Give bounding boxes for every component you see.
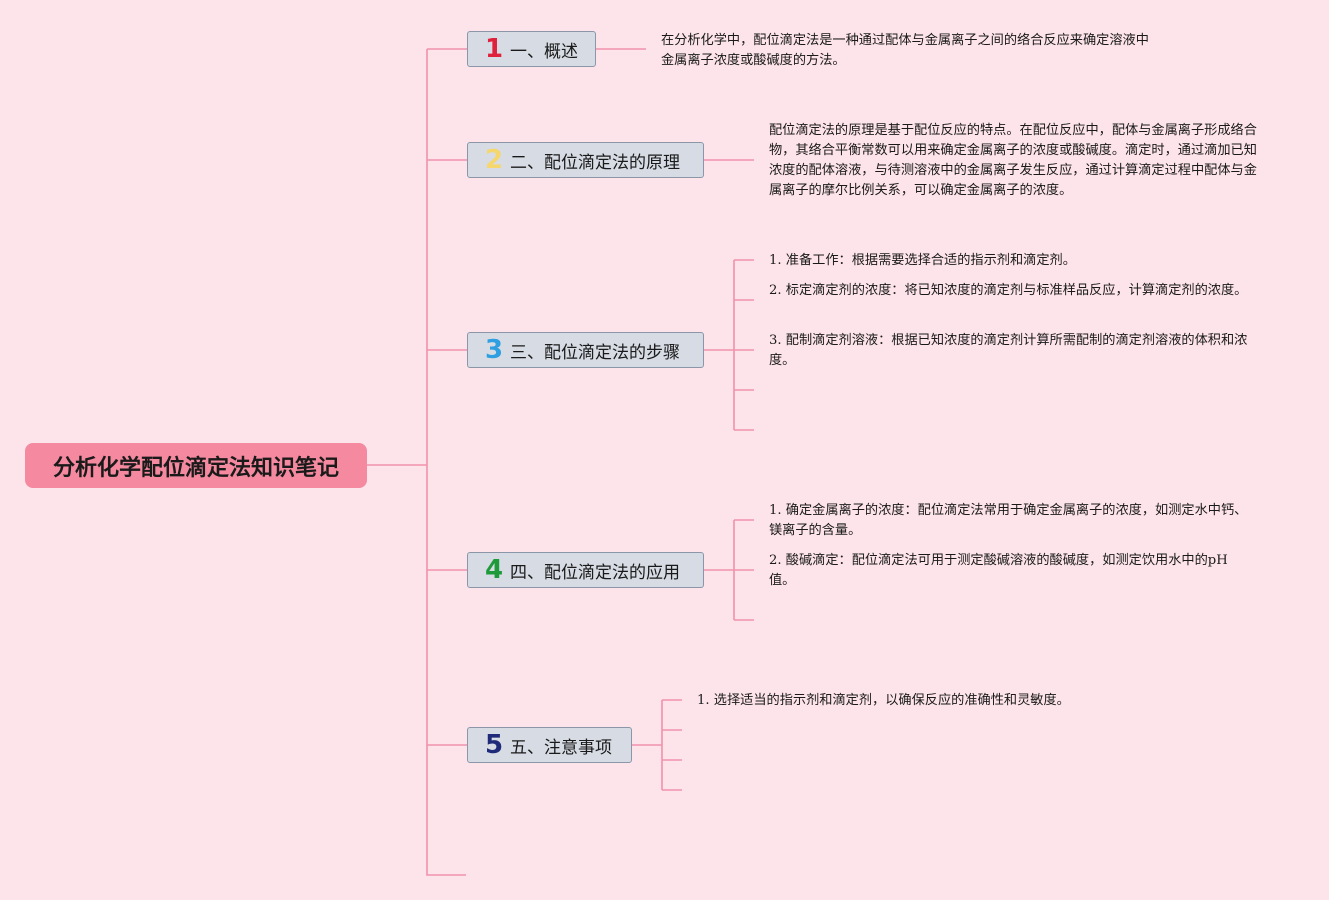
branch-3-bracket (704, 259, 754, 431)
branch-5-bracket (632, 699, 682, 791)
note-text: 1. 确定金属离子的浓度：配位滴定法常用于确定金属离子的浓度，如测定水中钙、镁离… (769, 503, 1248, 538)
branch-label: 二、配位滴定法的原理 (510, 152, 680, 173)
note-step-1[interactable]: 1. 准备工作：根据需要选择合适的指示剂和滴定剂。 (769, 251, 1264, 271)
number-5-icon: 5 (484, 730, 504, 760)
branch-label: 三、配位滴定法的步骤 (510, 342, 680, 363)
branch-application[interactable]: 4 四、配位滴定法的应用 (467, 552, 704, 588)
number-4-icon: 4 (484, 555, 504, 585)
number-3-icon: 3 (484, 335, 504, 365)
number-2-icon: 2 (484, 145, 504, 175)
trunk-line (426, 49, 466, 876)
branch-steps[interactable]: 3 三、配位滴定法的步骤 (467, 332, 704, 368)
note-text: 在分析化学中，配位滴定法是一种通过配体与金属离子之间的络合反应来确定溶液中金属离… (661, 33, 1149, 68)
note-text: 3. 配制滴定剂溶液：根据已知浓度的滴定剂计算所需配制的滴定剂溶液的体积和浓度。 (769, 333, 1248, 368)
branch-label: 一、概述 (510, 41, 578, 62)
note-text: 1. 选择适当的指示剂和滴定剂，以确保反应的准确性和灵敏度。 (697, 693, 1070, 708)
branch-4-bracket (704, 519, 754, 621)
note-principle[interactable]: 配位滴定法的原理是基于配位反应的特点。在配位反应中，配体与金属离子形成络合物，其… (769, 121, 1264, 201)
branch-overview[interactable]: 1 一、概述 (467, 31, 596, 67)
branch-principle[interactable]: 2 二、配位滴定法的原理 (467, 142, 704, 178)
note-text: 配位滴定法的原理是基于配位反应的特点。在配位反应中，配体与金属离子形成络合物，其… (769, 123, 1257, 198)
note-text: 2. 标定滴定剂的浓度：将已知浓度的滴定剂与标准样品反应，计算滴定剂的浓度。 (769, 283, 1248, 298)
number-1-icon: 1 (484, 34, 504, 64)
note-overview[interactable]: 在分析化学中，配位滴定法是一种通过配体与金属离子之间的络合反应来确定溶液中金属离… (661, 31, 1161, 71)
branch-label: 五、注意事项 (510, 737, 612, 758)
branch-precautions[interactable]: 5 五、注意事项 (467, 727, 632, 763)
note-text: 2. 酸碱滴定：配位滴定法可用于测定酸碱溶液的酸碱度，如测定饮用水中的pH值。 (769, 553, 1228, 588)
branch-label: 四、配位滴定法的应用 (510, 562, 680, 583)
note-step-2[interactable]: 2. 标定滴定剂的浓度：将已知浓度的滴定剂与标准样品反应，计算滴定剂的浓度。 (769, 281, 1254, 301)
note-text: 1. 准备工作：根据需要选择合适的指示剂和滴定剂。 (769, 253, 1076, 268)
note-application-2[interactable]: 2. 酸碱滴定：配位滴定法可用于测定酸碱溶液的酸碱度，如测定饮用水中的pH值。 (769, 551, 1254, 591)
root-topic[interactable]: 分析化学配位滴定法知识笔记 (25, 443, 367, 488)
note-precaution-1[interactable]: 1. 选择适当的指示剂和滴定剂，以确保反应的准确性和灵敏度。 (697, 691, 1257, 711)
root-title: 分析化学配位滴定法知识笔记 (52, 455, 339, 481)
note-application-1[interactable]: 1. 确定金属离子的浓度：配位滴定法常用于确定金属离子的浓度，如测定水中钙、镁离… (769, 501, 1254, 541)
note-step-3[interactable]: 3. 配制滴定剂溶液：根据已知浓度的滴定剂计算所需配制的滴定剂溶液的体积和浓度。 (769, 331, 1264, 371)
